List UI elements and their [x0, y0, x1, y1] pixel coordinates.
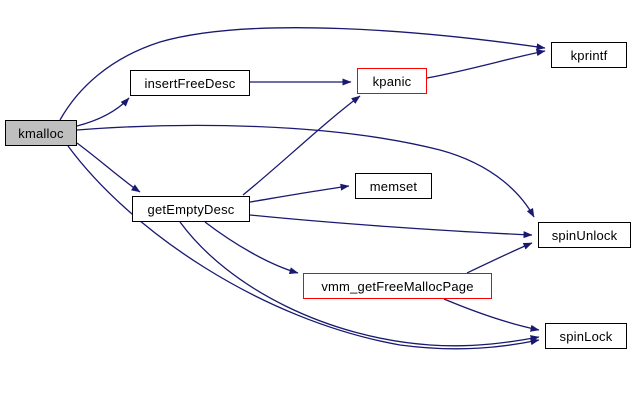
- graph-node-kprintf[interactable]: kprintf: [551, 42, 627, 68]
- node-label-memset: memset: [369, 178, 418, 194]
- edge-getEmptyDesc-to-spinUnlock: [249, 214, 533, 239]
- graph-node-spinLock[interactable]: spinLock: [545, 323, 627, 349]
- graph-node-insertFreeDesc[interactable]: insertFreeDesc: [130, 70, 250, 96]
- graph-node-kmalloc[interactable]: kmalloc: [5, 120, 77, 146]
- graph-node-spinUnlock[interactable]: spinUnlock: [538, 222, 631, 248]
- edge-kmalloc-to-getEmptyDesc: [76, 142, 141, 193]
- graph-node-kpanic[interactable]: kpanic: [357, 68, 427, 94]
- edge-vmm_getFreeMallocPage-to-spinLock: [443, 298, 540, 332]
- node-label-spinLock: spinLock: [559, 328, 613, 344]
- node-label-kprintf: kprintf: [570, 47, 608, 63]
- edge-getEmptyDesc-to-memset: [249, 183, 350, 203]
- edge-getEmptyDesc-to-vmm_getFreeMallocPage: [204, 221, 299, 275]
- edge-kpanic-to-kprintf: [426, 49, 546, 79]
- edge-vmm_getFreeMallocPage-to-spinUnlock: [466, 242, 533, 274]
- graph-node-memset[interactable]: memset: [355, 173, 432, 199]
- node-label-insertFreeDesc: insertFreeDesc: [144, 75, 236, 91]
- edge-kmalloc-to-spinLock: [67, 145, 540, 350]
- edge-kmalloc-to-insertFreeDesc: [76, 97, 130, 127]
- node-label-spinUnlock: spinUnlock: [551, 227, 618, 243]
- node-label-kmalloc: kmalloc: [18, 125, 64, 141]
- node-label-getEmptyDesc: getEmptyDesc: [147, 201, 235, 217]
- edge-kmalloc-to-spinUnlock: [76, 124, 535, 218]
- node-label-vmm_getFreeMallocPage: vmm_getFreeMallocPage: [321, 278, 474, 294]
- edge-getEmptyDesc-to-spinLock: [179, 221, 540, 347]
- graph-node-vmm_getFreeMallocPage[interactable]: vmm_getFreeMallocPage: [303, 273, 492, 299]
- edge-kmalloc-to-kprintf: [59, 27, 546, 121]
- edge-paths: [59, 27, 546, 350]
- graph-node-getEmptyDesc[interactable]: getEmptyDesc: [132, 196, 250, 222]
- node-label-kpanic: kpanic: [372, 73, 412, 89]
- edge-getEmptyDesc-to-kpanic: [242, 95, 361, 196]
